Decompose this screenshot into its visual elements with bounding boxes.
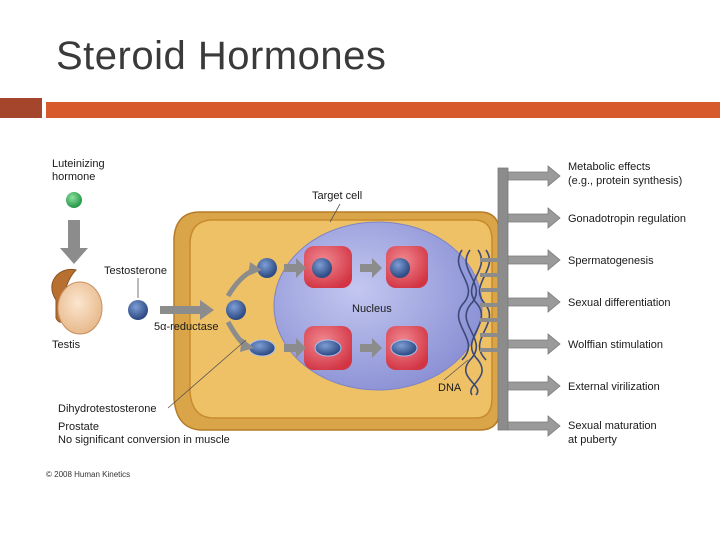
testis-illustration <box>51 268 103 335</box>
effect-label: (e.g., protein synthesis) <box>568 175 682 187</box>
effect-label: External virilization <box>568 381 660 393</box>
testosterone-label: Testosterone <box>104 265 167 277</box>
title-accent-bar-dark <box>0 98 42 118</box>
down-arrow-icon <box>60 220 88 264</box>
testis-label: Testis <box>52 339 81 351</box>
prostate-label: Prostate <box>58 421 99 433</box>
effect-label: Metabolic effects <box>568 161 651 173</box>
pathway-arrows <box>225 258 382 358</box>
target-cell-label: Target cell <box>312 190 362 202</box>
no-conversion-label: No significant conversion in muscle <box>58 434 230 446</box>
testosterone-molecule <box>312 258 332 278</box>
effect-arrows <box>480 165 561 437</box>
dna-label: DNA <box>438 382 462 394</box>
slide-title: Steroid Hormones <box>56 34 387 78</box>
effect-label: Spermatogenesis <box>568 255 654 267</box>
dht-molecule <box>314 339 342 357</box>
effect-label: Sexual maturation <box>568 420 657 432</box>
lh-label-line2: hormone <box>52 171 95 183</box>
dht-molecule <box>390 339 418 357</box>
effect-label: Sexual differentiation <box>568 297 671 309</box>
hormone-molecules <box>128 258 418 357</box>
testosterone-molecule <box>390 258 410 278</box>
effect-label: Wolffian stimulation <box>568 339 663 351</box>
dht-label: Dihydrotestosterone <box>58 403 156 415</box>
copyright-label: © 2008 Human Kinetics <box>46 470 130 479</box>
testosterone-molecule <box>128 300 148 320</box>
lh-label-line1: Luteinizing <box>52 158 105 170</box>
reductase-label: 5α-reductase <box>154 321 218 333</box>
nucleus-label: Nucleus <box>352 303 392 315</box>
title-accent-bar <box>46 102 720 118</box>
testosterone-molecule <box>226 300 246 320</box>
leader-lines <box>137 203 469 409</box>
effect-label: at puberty <box>568 434 617 446</box>
luteinizing-hormone-molecule <box>66 192 82 208</box>
effect-label: Gonadotropin regulation <box>568 213 686 225</box>
testosterone-molecule <box>257 258 277 278</box>
